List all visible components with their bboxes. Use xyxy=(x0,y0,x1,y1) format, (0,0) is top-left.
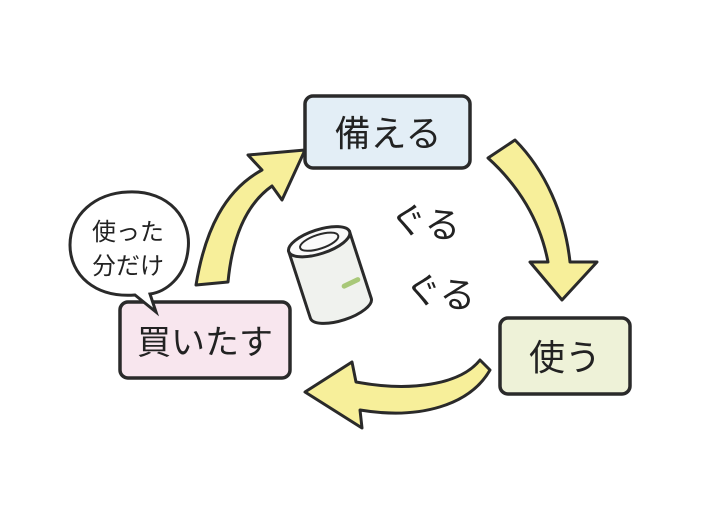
bubble-line2: 分だけ xyxy=(92,252,164,280)
node-use-label: 使う xyxy=(529,338,601,379)
arrow-restock-to-prepare xyxy=(194,148,307,287)
center-word1: ぐる xyxy=(387,198,463,249)
center-word2: ぐる xyxy=(402,268,478,319)
node-use: 使う xyxy=(498,316,632,396)
node-prepare: 備える xyxy=(303,94,472,170)
bubble-line1: 使った xyxy=(92,218,164,246)
can-icon xyxy=(286,225,373,325)
node-restock: 買いたす xyxy=(118,300,292,380)
arrow-prepare-to-use xyxy=(486,138,599,302)
node-restock-label: 買いたす xyxy=(137,323,273,363)
node-prepare-label: 備える xyxy=(335,114,442,155)
speech-bubble: 使った 分だけ xyxy=(68,190,190,317)
arrow-use-to-restock xyxy=(303,358,492,430)
